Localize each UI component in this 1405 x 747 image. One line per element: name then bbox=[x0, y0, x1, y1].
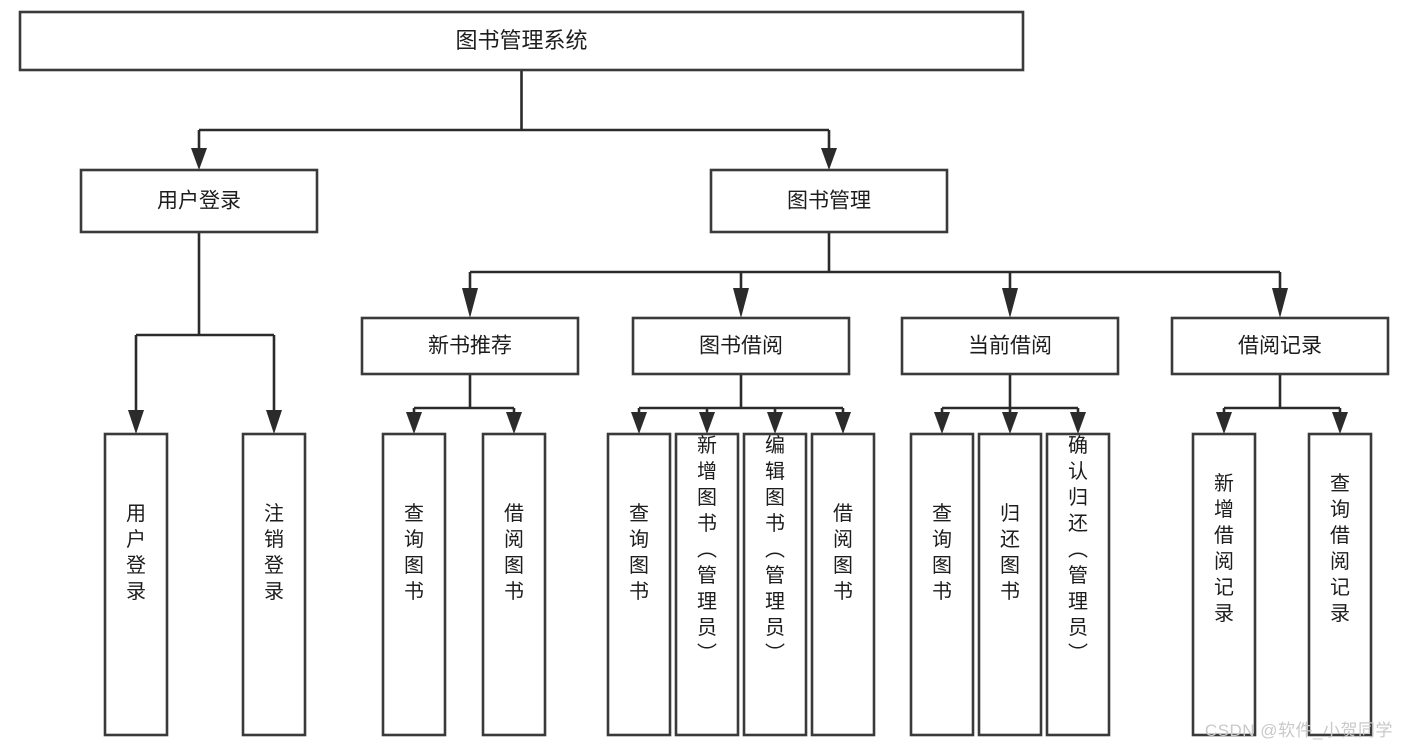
node-borrow-record-label: 借阅记录 bbox=[1238, 335, 1322, 358]
arrow-head-book-borrow-leaf3 bbox=[767, 412, 783, 434]
leaf-book-borrow-borrow[interactable]: 借阅图书 bbox=[810, 432, 876, 737]
node-current-borrow[interactable]: 当前借阅 bbox=[900, 316, 1120, 376]
arrow-head-borrow-record-leaf1 bbox=[1216, 412, 1232, 434]
node-book-management-box bbox=[709, 168, 949, 234]
leaf-current-borrow-query-label: 查询图书 bbox=[932, 502, 952, 603]
node-user-login[interactable]: 用户登录 bbox=[79, 168, 319, 234]
leaf-borrow-record-query[interactable]: 查询借阅记录 bbox=[1307, 432, 1373, 737]
leaf-user-login-login-label: 用户登录 bbox=[126, 503, 146, 603]
leaf-user-login-logout-label: 注销登录 bbox=[264, 502, 284, 603]
leaf-user-login-login[interactable]: 用户登录 bbox=[103, 432, 169, 737]
arrow-head-current-borrow-leaf2 bbox=[1002, 412, 1018, 434]
node-new-book-recommend-box bbox=[360, 316, 580, 376]
leaf-current-borrow-return-label: 归还图书 bbox=[1000, 502, 1020, 603]
arrow-head-new-book bbox=[462, 288, 478, 318]
node-current-borrow-box bbox=[900, 316, 1120, 376]
leaf-new-book-borrow-label: 借阅图书 bbox=[504, 502, 524, 603]
leaf-user-login-login-box bbox=[103, 432, 169, 737]
leaf-borrow-record-add-box bbox=[1191, 432, 1257, 737]
node-root-book-management-system[interactable]: 图书管理系统 bbox=[18, 10, 1025, 72]
leaf-new-book-borrow-box bbox=[481, 432, 547, 737]
arrow-head-new-book-leaf1 bbox=[406, 412, 422, 434]
arrow-head-new-book-leaf2 bbox=[506, 412, 522, 434]
node-borrow-record[interactable]: 借阅记录 bbox=[1170, 316, 1390, 376]
csdn-watermark: CSDN @软件_小贺同学 bbox=[1204, 721, 1393, 740]
node-root-box bbox=[18, 10, 1025, 72]
node-new-book-recommend[interactable]: 新书推荐 bbox=[360, 316, 580, 376]
leaf-user-login-logout-box bbox=[241, 432, 307, 737]
arrow-head-book-borrow-leaf2 bbox=[699, 412, 715, 434]
arrow-head-book-borrow-leaf4 bbox=[835, 412, 851, 434]
arrow-head-current-borrow-leaf1 bbox=[934, 412, 950, 434]
leaf-book-borrow-borrow-box bbox=[810, 432, 876, 737]
leaf-new-book-borrow[interactable]: 借阅图书 bbox=[481, 432, 547, 737]
leaf-borrow-record-add-label: 新增借阅记录 bbox=[1214, 472, 1234, 625]
leaf-current-borrow-return-box bbox=[977, 432, 1043, 737]
leaf-user-login-logout[interactable]: 注销登录 bbox=[241, 432, 307, 737]
node-current-borrow-label: 当前借阅 bbox=[968, 335, 1052, 358]
arrow-head-book-manage bbox=[821, 148, 837, 170]
leaf-current-borrow-query-box bbox=[909, 432, 975, 737]
leaf-current-borrow-confirm-label: 确认归还︵管理员︶ bbox=[1068, 434, 1088, 665]
leaf-book-borrow-edit-label: 编辑图书︵管理员︶ bbox=[765, 434, 785, 665]
node-book-management-label: 图书管理 bbox=[787, 190, 871, 213]
leaf-book-borrow-query[interactable]: 查询图书 bbox=[606, 432, 672, 737]
leaf-borrow-record-query-label: 查询借阅记录 bbox=[1330, 472, 1350, 625]
leaf-book-borrow-query-label: 查询图书 bbox=[629, 502, 649, 603]
arrow-head-user-login-leaf2 bbox=[266, 410, 282, 434]
leaf-book-borrow-query-box bbox=[606, 432, 672, 737]
leaf-book-borrow-add-box bbox=[674, 432, 740, 737]
arrow-head-user-login bbox=[191, 148, 207, 170]
leaf-current-borrow-return[interactable]: 归还图书 bbox=[977, 432, 1043, 737]
arrow-head-current-borrow bbox=[1002, 288, 1018, 318]
arrow-head-user-login-leaf1 bbox=[128, 410, 144, 434]
node-root-label: 图书管理系统 bbox=[455, 28, 587, 53]
leaf-book-borrow-borrow-label: 借阅图书 bbox=[833, 502, 853, 603]
node-new-book-recommend-label: 新书推荐 bbox=[428, 335, 512, 358]
leaf-borrow-record-query-box bbox=[1307, 432, 1373, 737]
leaf-book-borrow-edit-box bbox=[742, 432, 808, 737]
leaf-new-book-query[interactable]: 查询图书 bbox=[381, 432, 447, 737]
node-book-borrow-box bbox=[631, 316, 851, 376]
arrow-head-book-borrow-leaf1 bbox=[631, 412, 647, 434]
node-user-login-box bbox=[79, 168, 319, 234]
node-book-management[interactable]: 图书管理 bbox=[709, 168, 949, 234]
node-borrow-record-box bbox=[1170, 316, 1390, 376]
leaf-new-book-query-label: 查询图书 bbox=[404, 502, 424, 603]
arrow-head-borrow-record-leaf2 bbox=[1332, 412, 1348, 434]
arrow-head-book-borrow bbox=[733, 288, 749, 318]
leaf-book-borrow-add-label: 新增图书︵管理员︶ bbox=[697, 434, 717, 665]
node-book-borrow[interactable]: 图书借阅 bbox=[631, 316, 851, 376]
leaf-borrow-record-add[interactable]: 新增借阅记录 bbox=[1191, 432, 1257, 737]
arrow-head-borrow-record bbox=[1272, 288, 1288, 318]
leaf-current-borrow-query[interactable]: 查询图书 bbox=[909, 432, 975, 737]
arrow-head-current-borrow-leaf3 bbox=[1070, 412, 1086, 434]
connector-group bbox=[128, 70, 1348, 434]
leaf-book-borrow-add[interactable]: 新增图书︵管理员︶ bbox=[674, 432, 740, 737]
node-user-login-label: 用户登录 bbox=[157, 190, 241, 213]
node-book-borrow-label: 图书借阅 bbox=[699, 335, 783, 358]
leaf-book-borrow-edit[interactable]: 编辑图书︵管理员︶ bbox=[742, 432, 808, 737]
leaf-current-borrow-confirm-box bbox=[1045, 432, 1111, 737]
leaf-new-book-query-box bbox=[381, 432, 447, 737]
leaf-current-borrow-confirm[interactable]: 确认归还︵管理员︶ bbox=[1045, 432, 1111, 737]
